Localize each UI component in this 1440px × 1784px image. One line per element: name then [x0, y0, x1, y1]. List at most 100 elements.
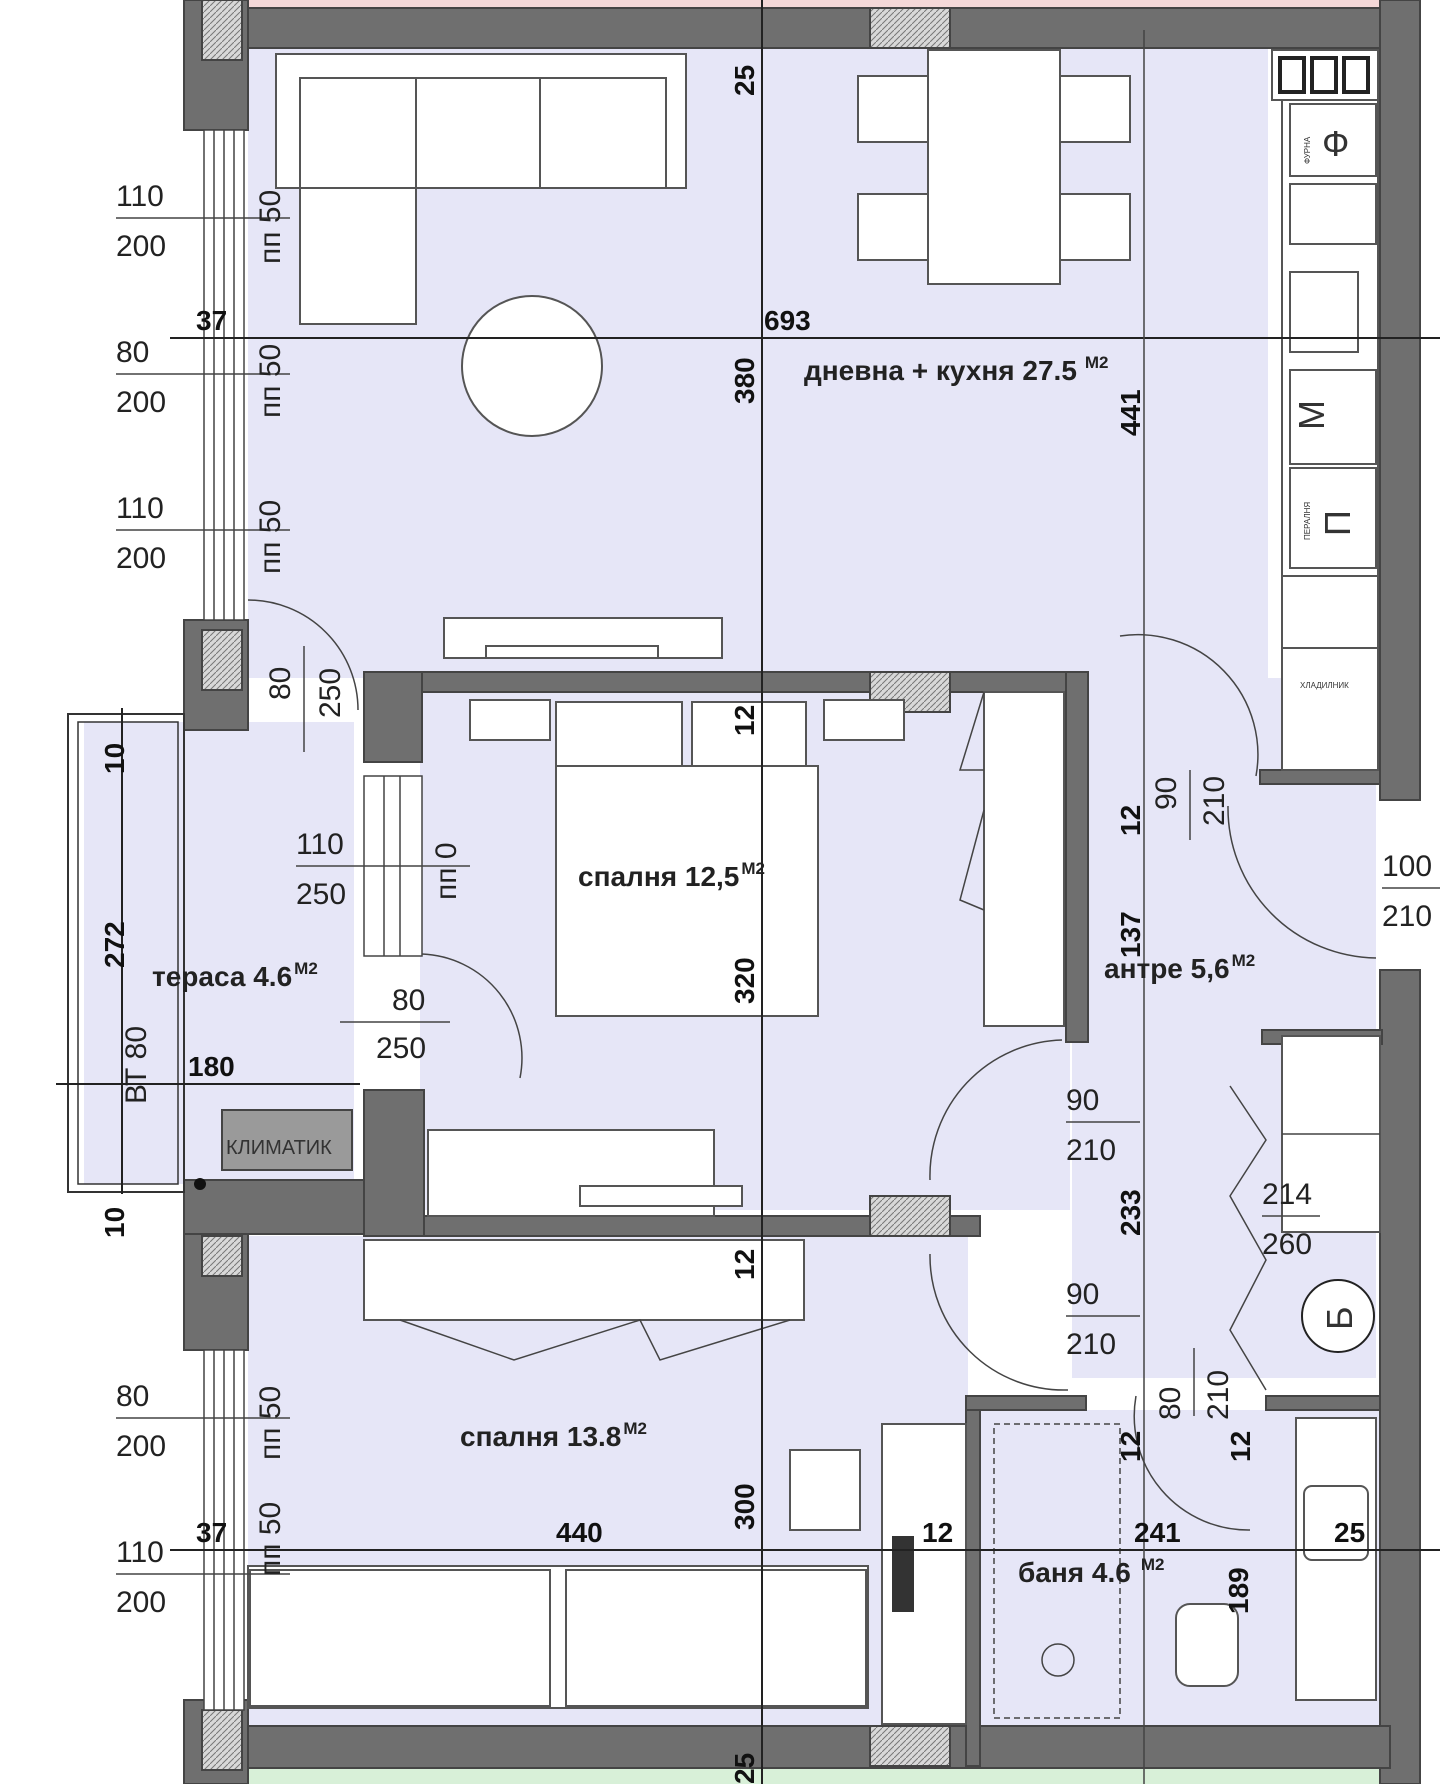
terrace-door-bottom-label: 80 250 — [340, 984, 450, 1065]
beds-bedroom2 — [247, 1565, 869, 1709]
svg-text:80: 80 — [116, 336, 149, 369]
svg-text:12: 12 — [922, 1517, 953, 1548]
terrace-railing-inner — [77, 721, 179, 1185]
column-bottom — [869, 1725, 951, 1767]
svg-text:37: 37 — [196, 305, 227, 336]
column-left-lower — [201, 1235, 243, 1277]
svg-text:300: 300 — [729, 1483, 760, 1530]
svg-text:441: 441 — [1115, 389, 1146, 436]
oven-small-label: ФУРНА — [1303, 136, 1312, 164]
svg-text:250: 250 — [314, 668, 347, 718]
svg-text:10: 10 — [99, 1207, 130, 1238]
svg-text:200: 200 — [116, 230, 166, 263]
wall-kitchen-bottom — [1259, 769, 1381, 785]
svg-text:233: 233 — [1115, 1189, 1146, 1236]
desk — [789, 1423, 967, 1725]
fridge-label: ХЛАДИЛНИК — [1300, 681, 1349, 690]
dresser-bedroom1 — [427, 1129, 743, 1217]
svg-text:260: 260 — [1262, 1228, 1312, 1261]
wall-bath-left — [965, 1395, 981, 1767]
svg-text:пп 0: пп 0 — [430, 842, 463, 900]
bedroom1-door-label: 90 210 — [1066, 1084, 1140, 1167]
svg-text:80: 80 — [116, 1380, 149, 1413]
terrace-door-top-label: 80 250 — [264, 646, 347, 752]
neighbour-top — [248, 0, 1390, 8]
walls — [183, 0, 1421, 1784]
double-bed — [469, 699, 905, 1017]
wall-top — [247, 7, 1391, 49]
terrace-railing — [67, 713, 185, 1193]
bt-label: ВТ 80 — [120, 1026, 153, 1104]
svg-text:320: 320 — [729, 957, 760, 1004]
bath-door-label: 80 210 — [1154, 1348, 1235, 1420]
entrance-door-label: 100 210 — [1382, 850, 1440, 933]
svg-text:25: 25 — [1334, 1517, 1365, 1548]
svg-text:80: 80 — [264, 667, 297, 700]
bedroom2-door-label: 90 210 — [1066, 1278, 1140, 1361]
svg-text:пп 50: пп 50 — [254, 190, 287, 264]
window-2-label: 80 200 пп 50 — [116, 336, 290, 419]
dimension-lines — [56, 0, 1440, 1784]
window-5-label: 110 200 пп 50 — [116, 1502, 290, 1619]
svg-text:380: 380 — [729, 357, 760, 404]
kitchen-door-label: 90 210 — [1150, 770, 1231, 840]
floors — [84, 48, 1380, 1766]
svg-text:137: 137 — [1115, 911, 1146, 958]
tv-unit — [443, 617, 723, 659]
svg-text:80: 80 — [392, 984, 425, 1017]
misc-labels: КЛИМАТИК ВТ 80 Б Ф ФУРНА М П ПЕРАЛНЯ ХЛА… — [120, 123, 1360, 1330]
hall-wardrobe — [1229, 1035, 1381, 1391]
wall-bath-top-right — [1265, 1395, 1381, 1411]
wall-right-top — [1379, 0, 1421, 801]
ac-label: КЛИМАТИК — [226, 1137, 332, 1159]
svg-text:693: 693 — [764, 305, 811, 336]
svg-text:25: 25 — [729, 65, 760, 96]
svg-text:пп 50: пп 50 — [254, 1502, 287, 1576]
wall-right-bottom — [1379, 969, 1421, 1784]
door-swings — [247, 599, 1377, 1531]
column-top — [869, 7, 951, 49]
kitchen-counter — [1271, 49, 1379, 771]
svg-text:272: 272 — [99, 921, 130, 968]
wall-pillar — [363, 671, 423, 763]
svg-text:90: 90 — [1066, 1084, 1099, 1117]
ac-outlet — [194, 1178, 206, 1190]
micro-label: М — [1291, 400, 1332, 430]
window-1-label: 110 200 пп 50 — [116, 180, 290, 264]
svg-text:210: 210 — [1382, 900, 1432, 933]
dimension-numbers: 693 380 441 25 37 37 12 12 12 12 12 12 3… — [99, 65, 1365, 1784]
svg-text:12: 12 — [1225, 1431, 1256, 1462]
window-labels: 110 200 пп 50 80 200 пп 50 110 200 пп 50… — [116, 180, 290, 1619]
svg-text:10: 10 — [99, 743, 130, 774]
svg-text:80: 80 — [1154, 1387, 1187, 1420]
column-left-bottom — [201, 1709, 243, 1771]
svg-text:37: 37 — [196, 1517, 227, 1548]
svg-text:100: 100 — [1382, 850, 1432, 883]
dish-label: П — [1317, 510, 1358, 536]
wall-bath-top — [965, 1395, 1087, 1411]
svg-text:12: 12 — [729, 1249, 760, 1280]
svg-text:189: 189 — [1223, 1567, 1254, 1614]
wall-ac — [363, 1089, 425, 1237]
window-3-label: 110 200 пп 50 — [116, 492, 290, 575]
svg-text:210: 210 — [1066, 1328, 1116, 1361]
svg-text:25: 25 — [729, 1753, 760, 1784]
svg-text:110: 110 — [116, 180, 164, 213]
column-left-top — [201, 0, 243, 61]
svg-text:12: 12 — [729, 705, 760, 736]
floor-terrace — [84, 722, 354, 1184]
svg-text:пп 50: пп 50 — [254, 500, 287, 574]
wardrobe-bedroom1 — [958, 691, 1065, 1027]
svg-text:пп 50: пп 50 — [254, 1386, 287, 1460]
column-left-mid — [201, 629, 243, 691]
wardrobe-bedroom2 — [363, 1239, 805, 1361]
svg-text:12: 12 — [1115, 805, 1146, 836]
